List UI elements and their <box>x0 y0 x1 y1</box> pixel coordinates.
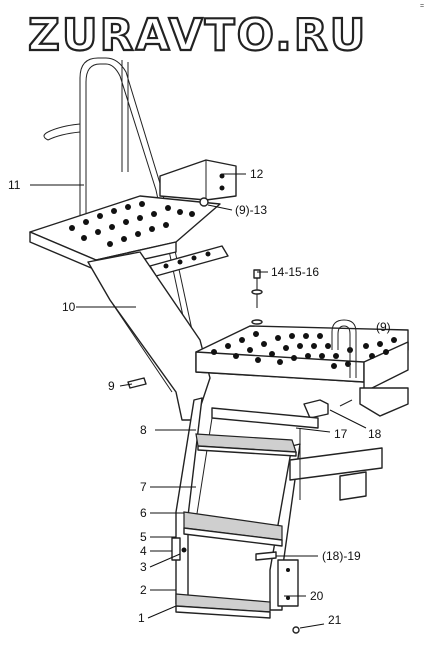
callout-11: 11 <box>8 178 21 192</box>
callout-17: (9) <box>376 320 391 334</box>
lower-platform <box>195 325 409 417</box>
callout-14-15-16: 14-15-16 <box>271 265 319 279</box>
bolt-14-15-16 <box>251 269 263 325</box>
callout-9-13: (9)-13 <box>235 203 267 217</box>
callout-6: 6 <box>140 506 147 520</box>
callout-3: 3 <box>140 560 147 574</box>
ladder <box>171 397 383 634</box>
shackle <box>303 399 353 419</box>
callout-7: 7 <box>140 480 147 494</box>
bolt-13 <box>199 197 209 207</box>
mounting-bracket <box>159 159 237 201</box>
callout-10: 10 <box>62 300 76 314</box>
callout-8: 8 <box>140 423 147 437</box>
callout-18: 17 <box>334 427 348 441</box>
callout-21: 21 <box>328 613 342 627</box>
handrail-lower <box>331 319 357 378</box>
bolt-9 <box>127 377 147 389</box>
callout-labels: 11 12 (9)-13 14-15-16 10 (9) 9 8 17 18 7… <box>8 167 391 627</box>
leader-lines <box>30 173 367 629</box>
callout-4: 4 <box>140 544 147 558</box>
callout-20: 20 <box>310 589 324 603</box>
watermark-text: ZURAVTO.RU <box>28 10 367 61</box>
callout-9: 9 <box>108 379 115 393</box>
callout-18-19: (18)-19 <box>322 549 361 563</box>
callout-9-paren: 18 <box>368 427 382 441</box>
corner-mark: = <box>420 3 424 10</box>
callout-12: 12 <box>250 167 264 181</box>
callout-2: 2 <box>140 583 147 597</box>
callout-5: 5 <box>140 530 147 544</box>
support-arm <box>87 251 211 421</box>
callout-1: 1 <box>138 611 145 625</box>
